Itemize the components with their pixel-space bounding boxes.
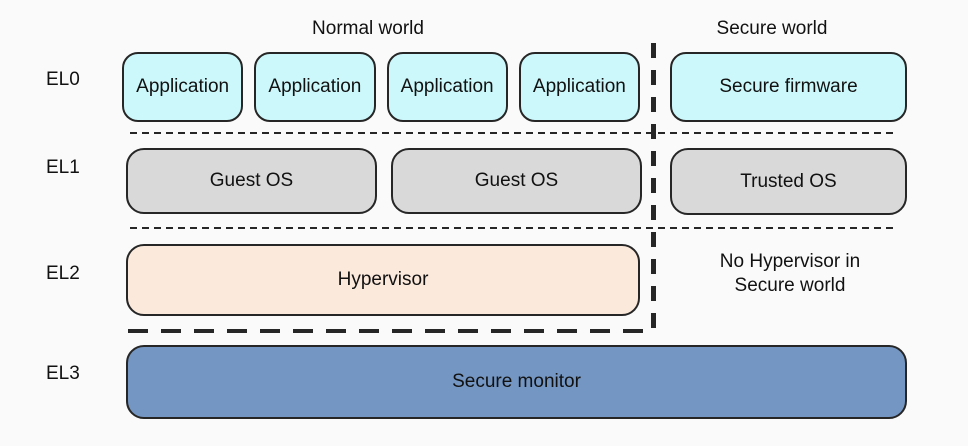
secure-monitor-box: Secure monitor [126, 345, 907, 419]
application-box: Application [386, 52, 508, 122]
no-hypervisor-note: No Hypervisor in Secure world [660, 250, 920, 298]
no-hypervisor-note-line2: Secure world [734, 275, 846, 296]
no-hypervisor-note-line1: No Hypervisor in [719, 251, 861, 272]
el3-label: EL3 [46, 363, 80, 384]
normal-world-label: Normal world [312, 18, 424, 39]
el1-label: EL1 [46, 157, 80, 178]
secure-firmware-box: Secure firmware [670, 52, 907, 122]
el0-label: EL0 [46, 69, 80, 90]
guest-os-box: Guest OS [391, 148, 642, 214]
el2-el3-divider-line [128, 329, 652, 333]
application-box: Application [122, 52, 244, 122]
hypervisor-box: Hypervisor [126, 244, 640, 316]
secure-world-label: Secure world [716, 18, 828, 39]
el1-guest-os-row: Guest OS Guest OS [126, 148, 642, 214]
guest-os-box: Guest OS [126, 148, 377, 214]
el1-el2-divider-line [130, 227, 897, 229]
application-box: Application [518, 52, 640, 122]
world-divider-line [651, 43, 656, 332]
application-box: Application [254, 52, 376, 122]
el0-application-row: Application Application Application Appl… [122, 52, 640, 122]
trusted-os-box: Trusted OS [670, 148, 907, 215]
el0-el1-divider-line [130, 132, 897, 134]
el2-label: EL2 [46, 263, 80, 284]
